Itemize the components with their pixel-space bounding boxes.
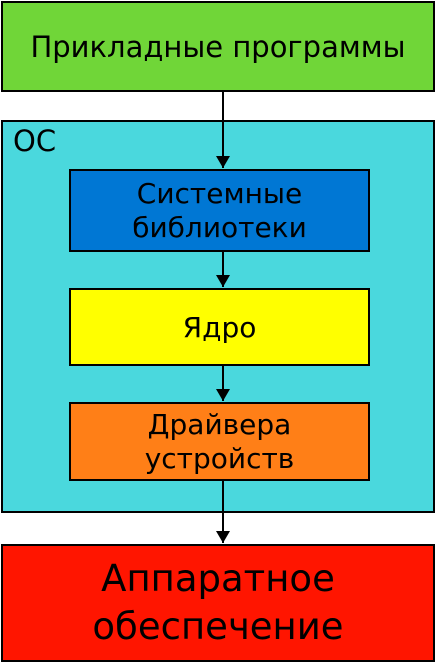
hardware-label: Аппаратное обеспечение xyxy=(92,556,344,648)
apps-box: Прикладные программы xyxy=(1,1,435,92)
system-libraries-label: Системные библиотеки xyxy=(132,176,307,244)
drivers-box: Драйвера устройств xyxy=(69,402,370,481)
kernel-box: Ядро xyxy=(69,288,370,366)
drivers-label: Драйвера устройств xyxy=(144,407,295,475)
apps-label: Прикладные программы xyxy=(30,29,406,64)
hardware-box: Аппаратное обеспечение xyxy=(1,544,435,662)
system-libraries-box: Системные библиотеки xyxy=(69,169,370,252)
kernel-label: Ядро xyxy=(182,310,257,344)
os-label: ОС xyxy=(13,124,57,158)
